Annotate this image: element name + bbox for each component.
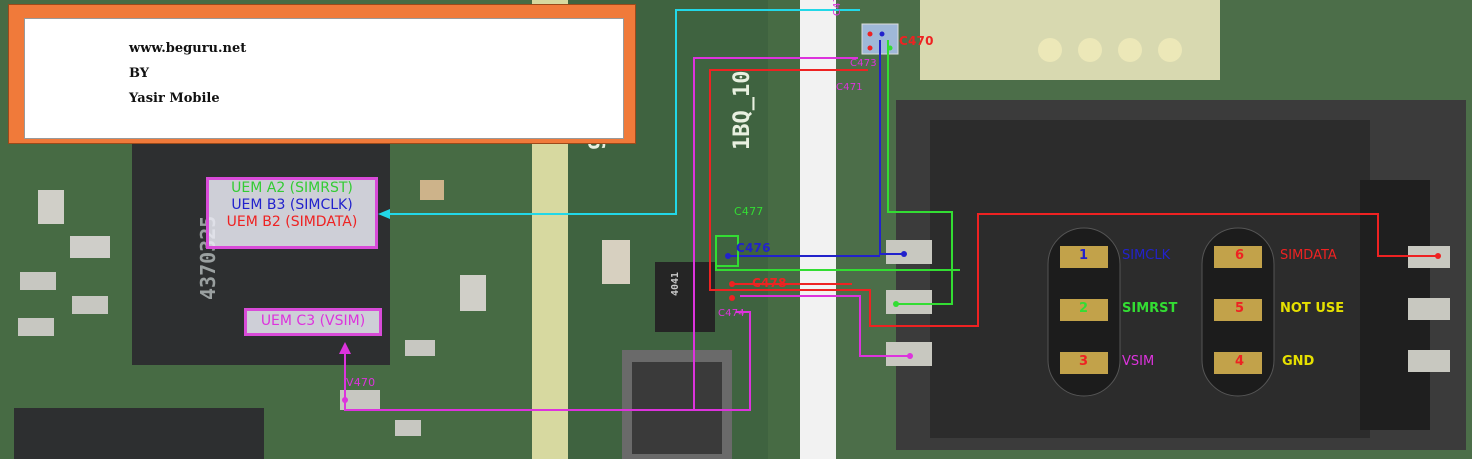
pin-5-name: NOT USE xyxy=(1280,301,1345,316)
credit-panel: www.beguru.net BY Yasir Mobile xyxy=(24,18,624,139)
tag-v470: V470 xyxy=(346,376,376,389)
tag-c472: C472 xyxy=(832,0,843,16)
sim-contact-2 xyxy=(1060,299,1108,321)
tag-c478: C478 xyxy=(752,276,787,290)
small-ic xyxy=(655,262,715,332)
credit-by: BY xyxy=(129,66,150,81)
pin-2-name: SIMRST xyxy=(1122,301,1178,316)
bottom-chip xyxy=(14,408,264,459)
uem-b2-label: UEM B2 (SIMDATA) xyxy=(226,214,358,230)
sim-contact-1 xyxy=(1060,246,1108,268)
tag-c474: C474 xyxy=(718,308,745,319)
pin-4-number: 4 xyxy=(1235,354,1245,369)
vsim-arrow xyxy=(339,342,351,354)
simdata-trace xyxy=(709,69,1438,327)
pin-3-number: 3 xyxy=(1079,354,1089,369)
uem-c3-label: UEM C3 (VSIM) xyxy=(260,313,366,329)
pin-1-name: SIMCLK xyxy=(1122,248,1171,263)
cyan-trace xyxy=(385,9,860,215)
credit-box: www.beguru.net BY Yasir Mobile xyxy=(8,4,636,144)
pin-4-name: GND xyxy=(1282,354,1315,369)
pin-1-number: 1 xyxy=(1079,248,1089,263)
sim-contact-3 xyxy=(1060,352,1108,374)
sim-contact-5 xyxy=(1214,299,1262,321)
tag-c477: C477 xyxy=(734,205,764,218)
uem-a2-label: UEM A2 (SIMRST) xyxy=(231,180,353,196)
sim-contact-6 xyxy=(1214,246,1262,268)
ic-code: 4041 xyxy=(670,271,681,296)
pin-2-number: 2 xyxy=(1079,301,1089,316)
simclk-trace xyxy=(879,40,904,255)
credit-author: Yasir Mobile xyxy=(129,91,220,106)
tag-c470: C470 xyxy=(899,34,934,48)
uem-c3-box: UEM C3 (VSIM) xyxy=(244,308,382,336)
pin-6-name: SIMDATA xyxy=(1280,248,1337,263)
pin-3-name: VSIM xyxy=(1122,354,1155,369)
simrst-trace xyxy=(887,40,953,305)
sim-contact-4 xyxy=(1214,352,1262,374)
pin-6-number: 6 xyxy=(1235,248,1245,263)
tag-c471: C471 xyxy=(836,82,863,93)
tag-c473: C473 xyxy=(850,58,877,69)
pin-5-number: 5 xyxy=(1235,301,1245,316)
tag-c476: C476 xyxy=(736,241,771,255)
uem-b3-label: UEM B3 (SIMCLK) xyxy=(231,197,353,213)
board-gap xyxy=(800,0,836,459)
credit-website: www.beguru.net xyxy=(129,41,247,56)
cyan-arrow xyxy=(378,209,390,219)
board-id: 1BQ_10 xyxy=(730,70,755,150)
uem-label-box: UEM A2 (SIMRST) UEM B3 (SIMCLK) UEM B2 (… xyxy=(206,177,378,249)
